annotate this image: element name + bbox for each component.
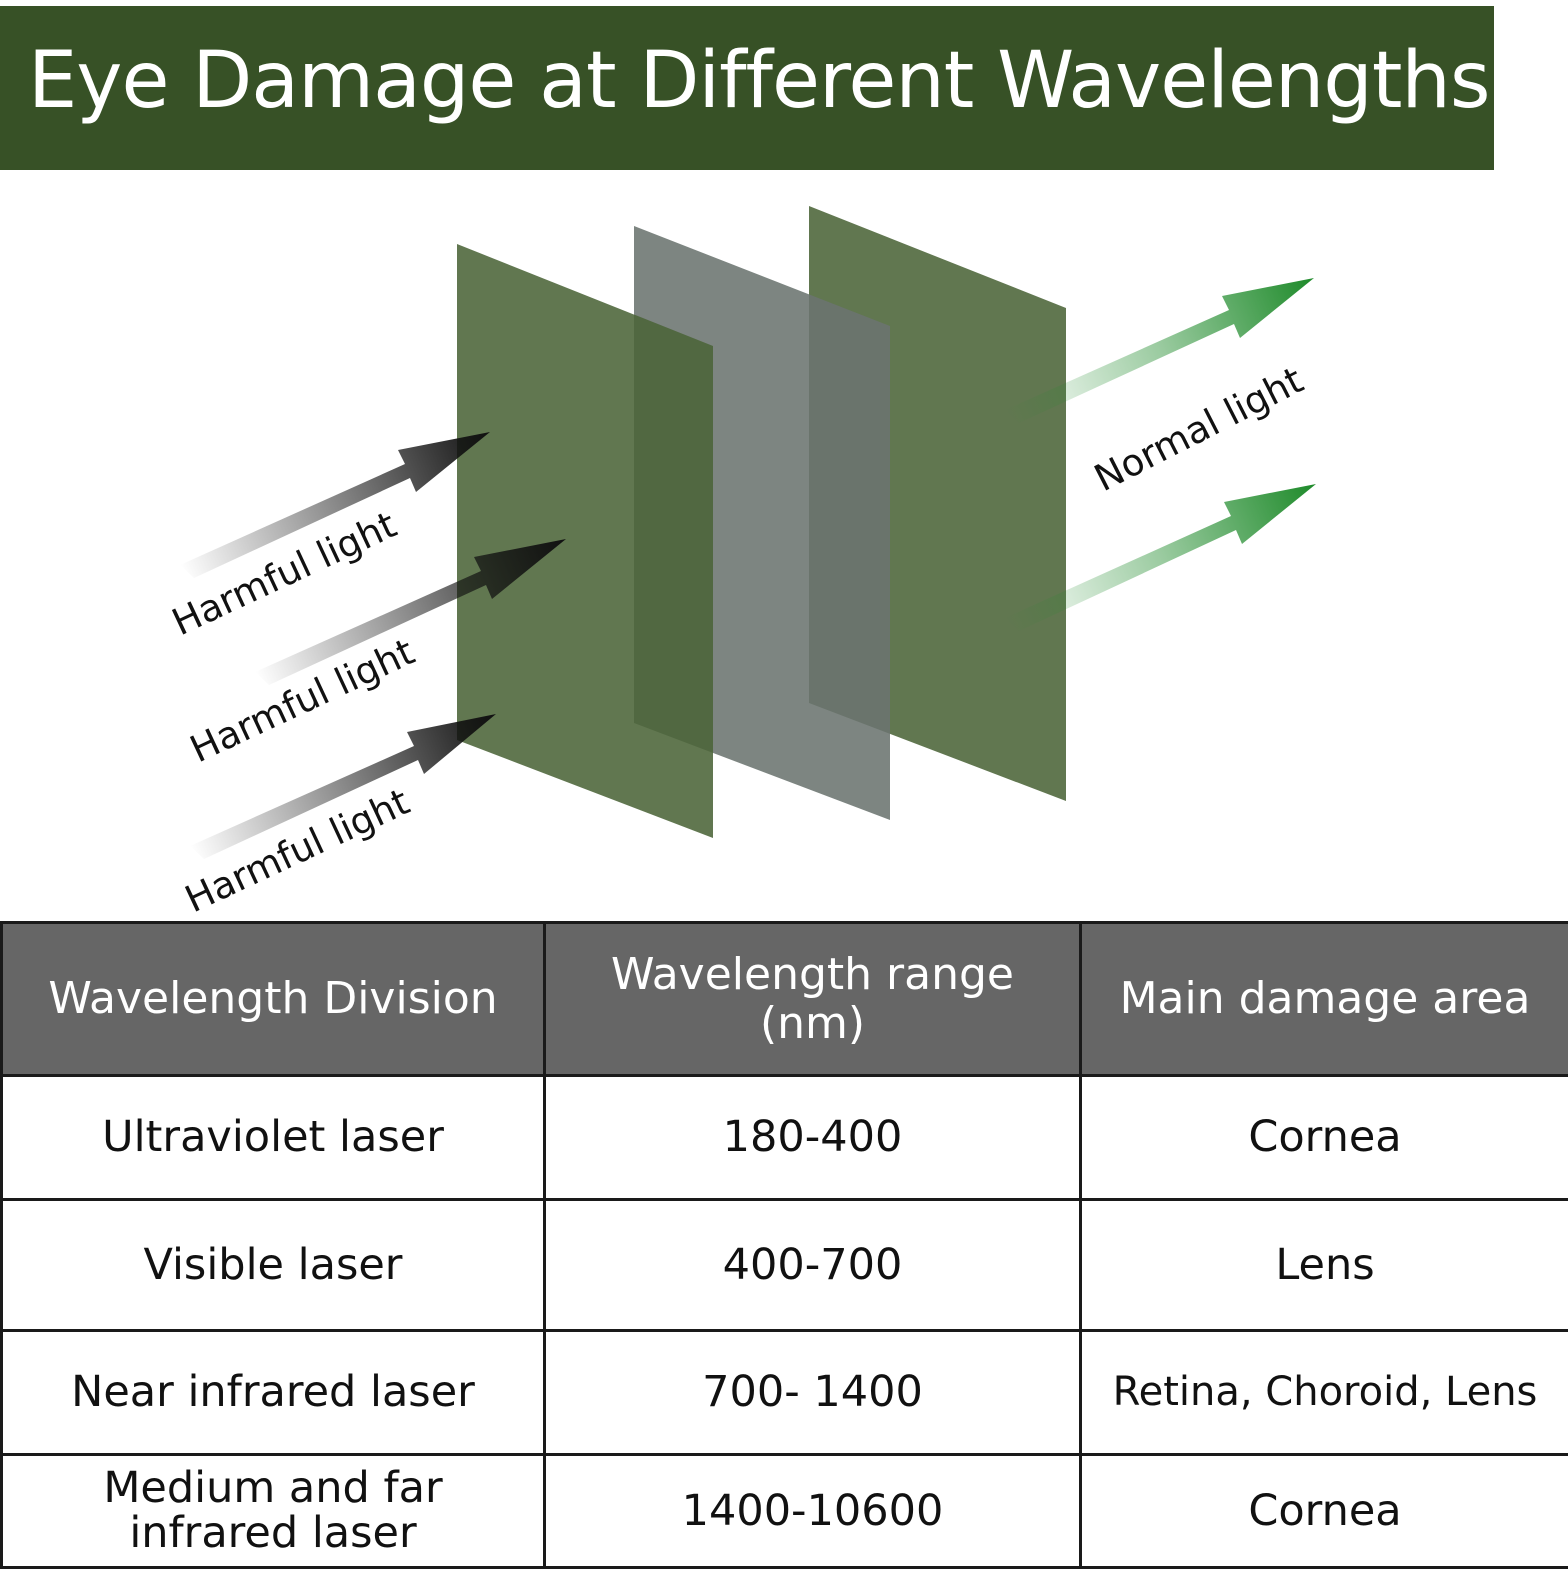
table-row: Medium and far infrared laser 1400-10600… xyxy=(2,1455,1568,1568)
cell-damage-area: Retina, Choroid, Lens xyxy=(1081,1331,1568,1455)
table-row: Visible laser 400-700 Lens xyxy=(2,1200,1568,1331)
cell-division: Near infrared laser xyxy=(2,1331,545,1455)
cell-damage-area: Cornea xyxy=(1081,1076,1568,1200)
page-title: Eye Damage at Different Wavelengths xyxy=(28,36,1489,126)
cell-division: Medium and far infrared laser xyxy=(2,1455,545,1568)
cell-range: 400-700 xyxy=(545,1200,1081,1331)
table-row: Near infrared laser 700- 1400 Retina, Ch… xyxy=(2,1331,1568,1455)
header-main-damage-area: Main damage area xyxy=(1081,923,1568,1076)
table-row: Ultraviolet laser 180-400 Cornea xyxy=(2,1076,1568,1200)
cell-damage-area: Cornea xyxy=(1081,1455,1568,1568)
normal-light-label: Normal light xyxy=(1088,358,1310,500)
table-header-row: Wavelength Division Wavelength range (nm… xyxy=(2,923,1568,1076)
filter-diagram: Harmful light Harmful light Harmful ligh… xyxy=(0,180,1568,920)
wavelength-damage-table: Wavelength Division Wavelength range (nm… xyxy=(0,921,1568,1569)
cell-range: 180-400 xyxy=(545,1076,1081,1200)
cell-range: 700- 1400 xyxy=(545,1331,1081,1455)
filter-panel-front xyxy=(457,244,713,838)
cell-range: 1400-10600 xyxy=(545,1455,1081,1568)
header-wavelength-range: Wavelength range (nm) xyxy=(545,923,1081,1076)
title-banner: Eye Damage at Different Wavelengths xyxy=(0,6,1494,170)
header-wavelength-division: Wavelength Division xyxy=(2,923,545,1076)
cell-division: Ultraviolet laser xyxy=(2,1076,545,1200)
cell-damage-area: Lens xyxy=(1081,1200,1568,1331)
cell-division: Visible laser xyxy=(2,1200,545,1331)
